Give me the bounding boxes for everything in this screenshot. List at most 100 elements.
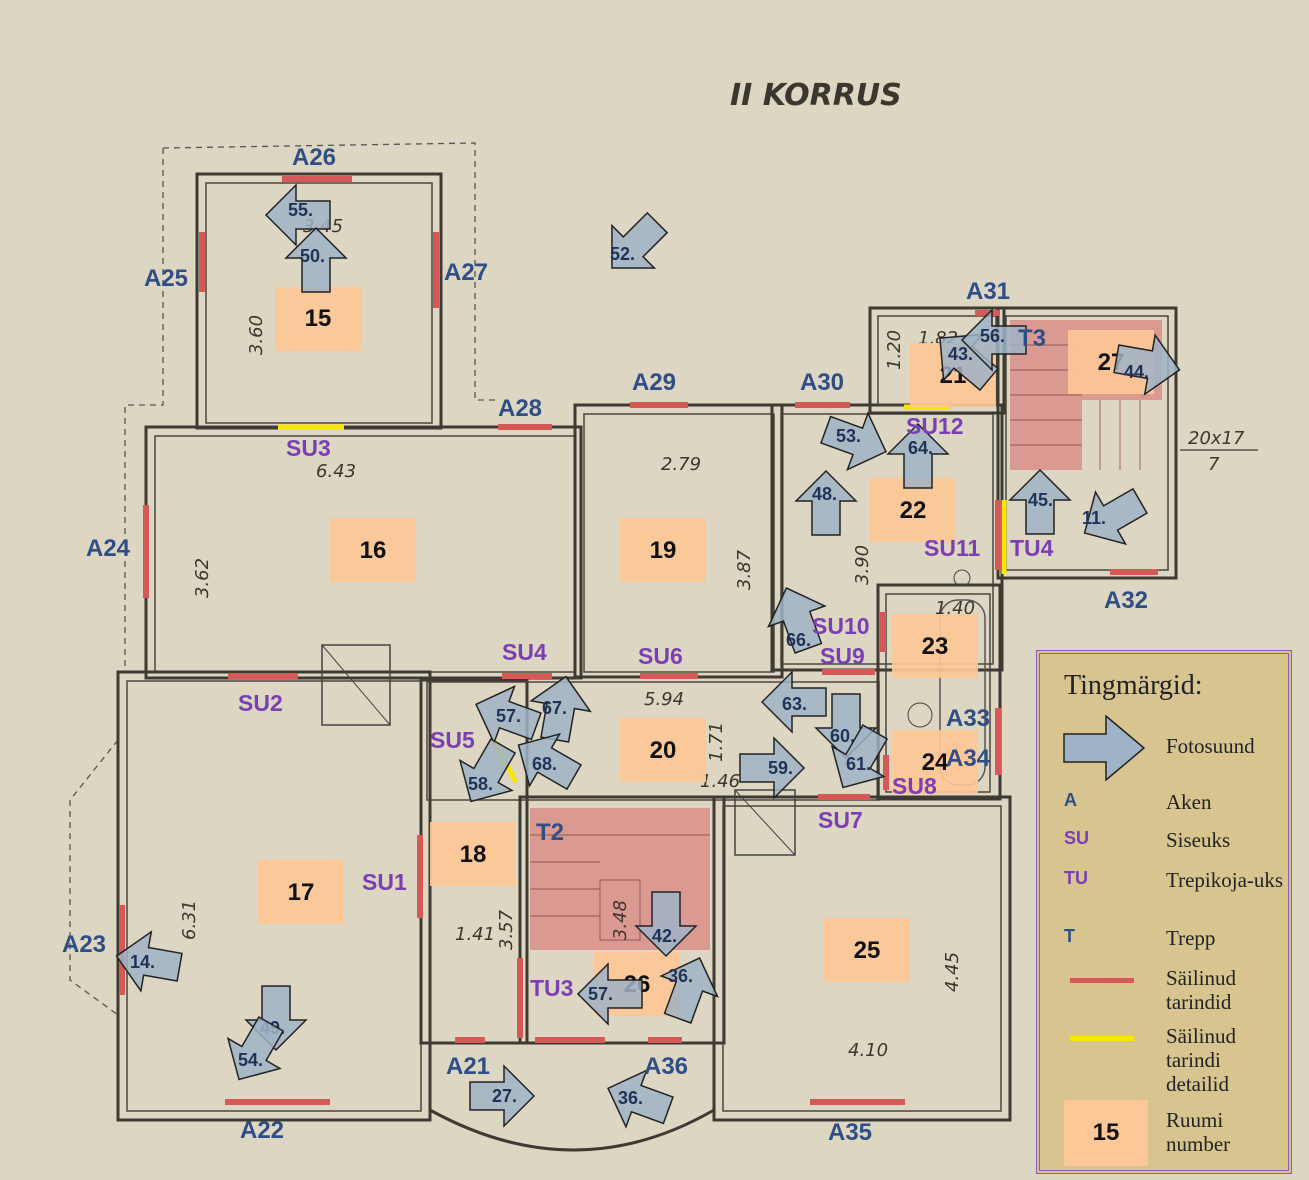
dim-23: 1.40	[935, 598, 975, 619]
dim-20-width: 5.94	[644, 689, 684, 710]
svg-text:17: 17	[288, 879, 315, 906]
photo-label-43: 44.	[1124, 362, 1149, 382]
legend-stairdoor-symbol: TU	[1064, 868, 1088, 888]
svg-text:25: 25	[854, 937, 881, 964]
stairdoor-tu4: TU4	[1010, 535, 1054, 561]
photo-arrows: 55. 50. 52. 53. 64. 48. 43. 56. 44. 45. …	[110, 184, 1186, 1140]
window-a33: A33	[946, 705, 990, 732]
photo-label-55: 56.	[980, 326, 1005, 346]
dimensions: 6.43 3.62 6.31 3.60 3.45 2.79 3.87 5.94 …	[179, 216, 1245, 1061]
window-a34: A34	[946, 745, 991, 772]
window-a30: A30	[800, 369, 844, 396]
legend-stair-symbol: T	[1064, 926, 1075, 946]
legend-photo-text: Fotosuund	[1166, 734, 1255, 758]
window-a36: A36	[644, 1053, 688, 1080]
dashed-outline-left	[124, 148, 164, 670]
room-20: 20	[620, 718, 706, 782]
photo-label-61: 59.	[768, 758, 793, 778]
photo-label-46: 43.	[948, 344, 973, 364]
door-su6: SU6	[638, 643, 683, 669]
room-23: 23	[892, 614, 978, 678]
preserved-structures	[119, 176, 1158, 1105]
photo-label-58: 57.	[496, 706, 521, 726]
dim-18-depth: 3.57	[496, 909, 517, 950]
photo-label-42: 36.	[668, 966, 693, 986]
photo-label-45: 42.	[652, 926, 677, 946]
door-su4: SU4	[502, 639, 547, 665]
svg-text:24: 24	[922, 749, 949, 776]
svg-text:18: 18	[460, 841, 487, 868]
chimney-a	[321, 644, 391, 726]
dim-20-b: 1.46	[700, 771, 740, 792]
window-a35: A35	[828, 1119, 872, 1146]
legend-detail-text: Säilinud tarindi detailid	[1166, 1024, 1237, 1096]
window-a23: A23	[62, 931, 106, 958]
chimney-a-diag	[321, 644, 391, 726]
window-a27: A27	[444, 259, 488, 286]
window-a28: A28	[498, 395, 542, 422]
dim-21-depth: 1.20	[884, 330, 905, 370]
photo-label-44: 45.	[1028, 490, 1053, 510]
chimney-b	[734, 789, 796, 856]
drain	[953, 569, 971, 587]
photo-label-48: 48.	[812, 484, 837, 504]
room-labels: 15 16 17 18 19 20 21 22 23 24 25 26 27	[258, 287, 1154, 1016]
door-labels: SU1 SU2 SU3 SU4 SU5 SU6 SU7 SU8 SU9 SU10…	[238, 413, 1054, 1001]
photo-label-11: 11.	[1082, 508, 1106, 528]
floor-title: II KORRUS	[730, 78, 902, 113]
dim-22-depth: 3.90	[852, 545, 873, 585]
door-su12: SU12	[906, 413, 964, 439]
dim-19-width: 2.79	[661, 454, 701, 475]
photo-label-27: 27.	[492, 1086, 517, 1106]
photo-label-63: 63.	[782, 694, 807, 714]
stair-t3: T3	[1018, 325, 1046, 352]
room-16: 16	[330, 518, 416, 582]
dim-19-depth: 3.87	[734, 549, 755, 590]
door-su11: SU11	[924, 535, 980, 561]
door-su10: SU10	[812, 613, 870, 639]
room-15: 15	[275, 287, 361, 351]
dashed-outline-top	[162, 142, 500, 401]
photo-label-68: 68.	[532, 754, 557, 774]
room-19: 19	[620, 518, 706, 582]
door-su3: SU3	[286, 435, 331, 461]
photo-label-67: 67.	[542, 698, 567, 718]
svg-text:22: 22	[900, 497, 927, 524]
door-su1: SU1	[362, 869, 407, 895]
window-a26: A26	[292, 144, 336, 171]
svg-text:19: 19	[650, 537, 677, 564]
preserved-detail-swatch	[1070, 1036, 1134, 1041]
chimney-b-diag	[734, 789, 796, 856]
stair-labels: T2 T3	[536, 325, 1046, 846]
svg-text:23: 23	[922, 633, 949, 660]
legend-door-symbol: SU	[1064, 828, 1090, 848]
window-labels: A21 A22 A23 A24 A25 A26 A27 A28 A29 A30 …	[62, 144, 1148, 1146]
photo-label-64: 61.	[846, 754, 871, 774]
svg-text:16: 16	[360, 537, 387, 564]
window-a32: A32	[1104, 587, 1148, 614]
dim-18-width: 1.41	[455, 924, 495, 945]
dim-stair-count: 7	[1208, 454, 1220, 475]
room-25: 25	[824, 918, 910, 982]
photo-label-52: 52.	[610, 244, 635, 264]
legend-room-sample: 15	[1064, 1100, 1148, 1166]
dashed-bay-outline	[69, 739, 119, 1016]
door-su5: SU5	[430, 727, 475, 753]
window-a25: A25	[144, 265, 188, 292]
stairdoor-tu3: TU3	[530, 975, 573, 1001]
dim-17-depth: 6.31	[179, 900, 200, 940]
window-a24: A24	[86, 535, 131, 562]
legend-window-symbol: A	[1064, 790, 1077, 810]
photo-label-66: 66.	[786, 630, 811, 650]
room-17: 17	[258, 860, 344, 924]
window-a21: A21	[446, 1053, 490, 1080]
stair-t2: T2	[536, 819, 564, 846]
dim-25-depth: 4.45	[942, 952, 963, 992]
photo-label-54: 54.	[238, 1050, 263, 1070]
photo-label-53: 53.	[836, 426, 861, 446]
legend-room-text: Ruumi number	[1166, 1108, 1231, 1156]
legend-stair-text: Trepp	[1166, 926, 1216, 950]
window-a22: A22	[240, 1117, 284, 1144]
dim-20-depth: 1.71	[706, 722, 727, 762]
dim-t2: 3.48	[610, 900, 631, 940]
